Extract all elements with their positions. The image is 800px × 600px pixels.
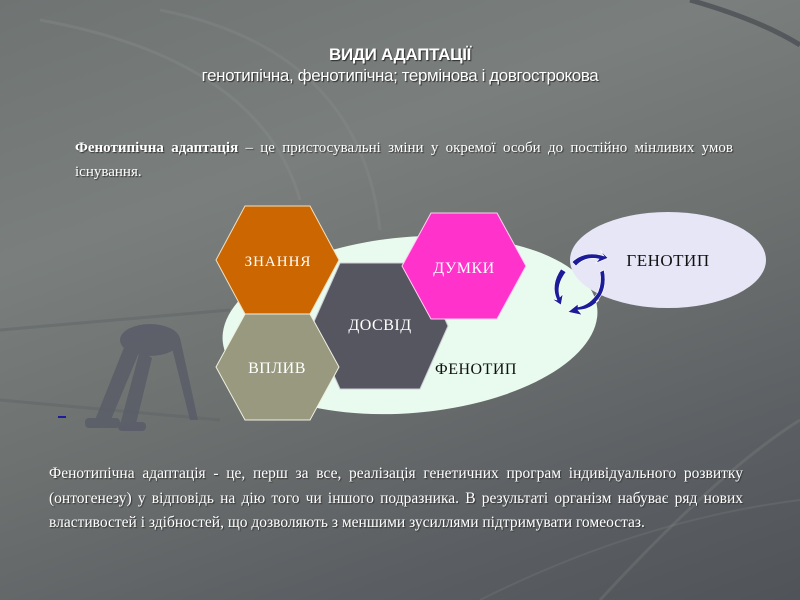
title-main: ВИДИ АДАПТАЦІЇ bbox=[328, 45, 472, 64]
definition-term: Фенотипічна адаптація bbox=[75, 140, 239, 156]
slide-title: ВИДИ АДАПТАЦІЇ генотипічна, фенотипічна;… bbox=[0, 45, 800, 87]
hexagon-label-znannia: ЗНАННЯ bbox=[245, 254, 312, 270]
definition-paragraph: Фенотипічна адаптація – це пристосувальн… bbox=[75, 136, 733, 184]
cycle-arrows-icon bbox=[551, 249, 609, 316]
hexagon-label-dumky: ДУМКИ bbox=[433, 260, 494, 277]
hexagon-dumky: ДУМКИ bbox=[401, 212, 527, 320]
definition-text: – це пристосувальні зміни у окремої особ… bbox=[75, 140, 733, 180]
hexagon-label-dosvid: ДОСВІД bbox=[348, 317, 411, 334]
athlete-silhouette-image bbox=[58, 324, 198, 431]
genotype-label: ГЕНОТИП bbox=[626, 251, 709, 270]
hexagon-vplyv: ВПЛИВ bbox=[215, 313, 340, 421]
phenotype-label: ФЕНОТИП bbox=[435, 361, 517, 378]
genotype-ellipse bbox=[570, 212, 766, 308]
hexagon-label-vplyv: ВПЛИВ bbox=[248, 360, 306, 377]
title-subtitle: генотипічна, фенотипічна; термінова і до… bbox=[201, 66, 599, 85]
bottom-paragraph: Фенотипічна адаптація - це, перш за все,… bbox=[49, 465, 743, 531]
